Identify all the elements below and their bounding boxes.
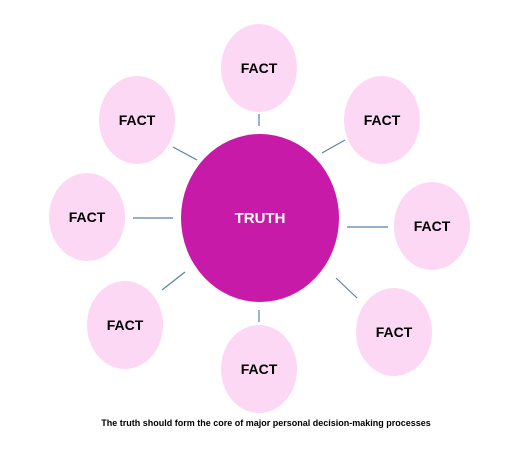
- fact-label: FACT: [241, 361, 278, 377]
- fact-node-4: FACT: [356, 288, 432, 376]
- fact-ellipse: [356, 288, 432, 376]
- fact-ellipse: [221, 325, 297, 413]
- connector-line-8: [172, 146, 198, 161]
- connector-line-2: [321, 139, 346, 154]
- core-ellipse: [181, 134, 339, 302]
- connector-line-4: [335, 277, 358, 299]
- fact-node-1: FACT: [221, 24, 297, 112]
- fact-node-6: FACT: [87, 281, 163, 369]
- fact-node-3: FACT: [394, 182, 470, 270]
- fact-label: FACT: [241, 60, 278, 76]
- fact-ellipse: [394, 182, 470, 270]
- fact-ellipse: [99, 76, 175, 164]
- fact-label: FACT: [119, 112, 156, 128]
- core-label: TRUTH: [235, 210, 286, 227]
- fact-label: FACT: [107, 317, 144, 333]
- fact-ellipse: [87, 281, 163, 369]
- fact-ellipse: [221, 24, 297, 112]
- connectors: [133, 114, 388, 322]
- fact-label: FACT: [69, 209, 106, 225]
- satellite-nodes: FACT FACT FACT FACT FACT FACT FACT FACT: [49, 24, 470, 413]
- fact-label: FACT: [414, 218, 451, 234]
- fact-label: FACT: [364, 112, 401, 128]
- core-node: TRUTH: [181, 134, 339, 302]
- caption: The truth should form the core of major …: [101, 418, 431, 428]
- fact-ellipse: [49, 173, 125, 261]
- fact-label: FACT: [376, 324, 413, 340]
- fact-node-7: FACT: [49, 173, 125, 261]
- fact-node-5: FACT: [221, 325, 297, 413]
- fact-node-8: FACT: [99, 76, 175, 164]
- connector-line-6: [161, 271, 186, 291]
- fact-node-2: FACT: [344, 76, 420, 164]
- fact-ellipse: [344, 76, 420, 164]
